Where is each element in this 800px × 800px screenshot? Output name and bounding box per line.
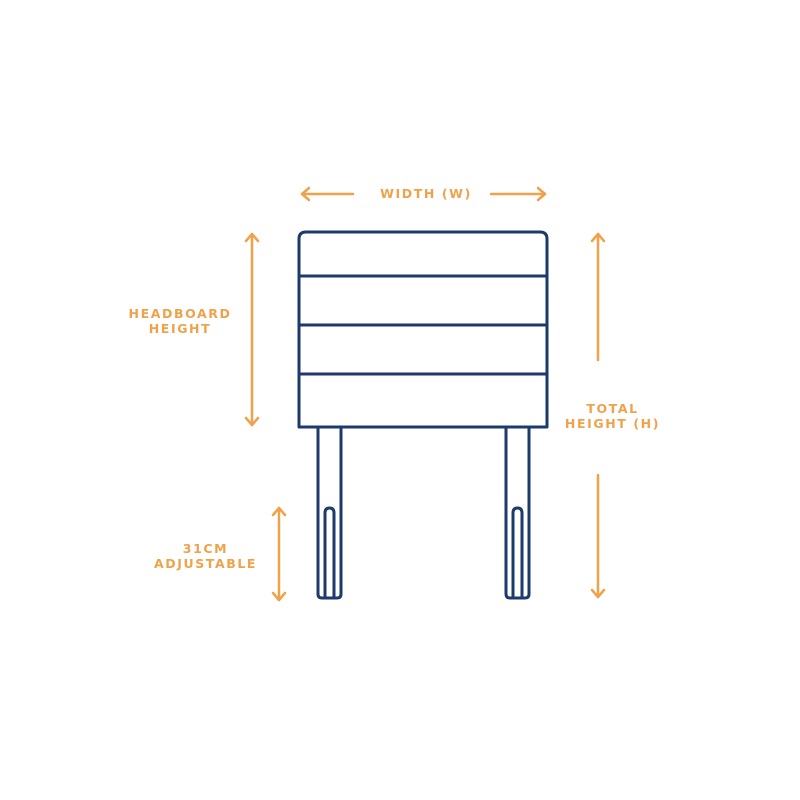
adjustable-label: 31CM ADJUSTABLE xyxy=(143,541,268,571)
adjustable-label-line-1: 31CM xyxy=(182,541,229,556)
adjustable-label-line-2: ADJUSTABLE xyxy=(153,556,258,571)
headboard-height-arrow xyxy=(244,232,260,427)
total-height-label-line-1: TOTAL xyxy=(586,401,639,416)
headboard-height-label-line-2: HEIGHT xyxy=(148,321,212,336)
headboard-panel xyxy=(297,230,549,429)
right-strut xyxy=(504,426,531,600)
left-strut xyxy=(316,426,343,600)
total-height-label-line-2: HEIGHT (H) xyxy=(564,416,661,431)
total-height-label: TOTAL HEIGHT (H) xyxy=(555,401,670,431)
headboard-height-label: HEADBOARD HEIGHT xyxy=(110,306,250,336)
left-strut-slot xyxy=(323,506,336,600)
adjustable-arrow xyxy=(271,506,287,602)
width-label: WIDTH (W) xyxy=(366,186,486,201)
right-strut-slot xyxy=(511,506,524,600)
width-arrow-left xyxy=(300,186,355,202)
width-label-text: WIDTH (W) xyxy=(380,186,472,201)
width-arrow-right xyxy=(489,186,547,202)
total-height-arrow-top xyxy=(590,232,606,362)
headboard-height-label-line-1: HEADBOARD xyxy=(128,306,232,321)
total-height-arrow-bottom xyxy=(590,473,606,599)
